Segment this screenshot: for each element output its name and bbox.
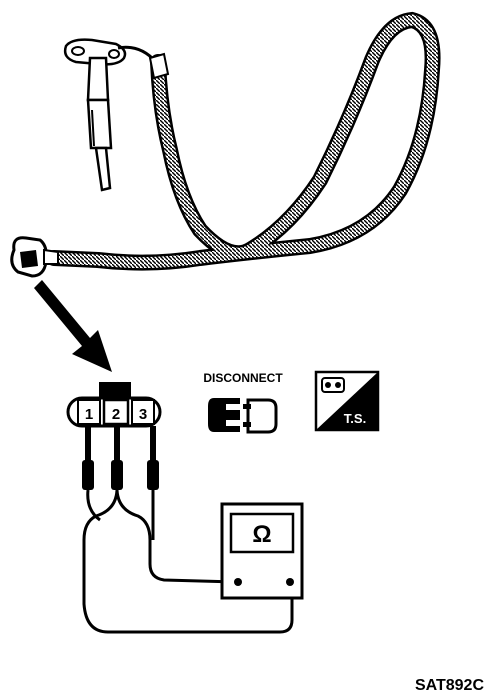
terminal-1-label: 1: [85, 406, 93, 423]
terminal-2-label: 2: [112, 406, 120, 423]
coiled-harness-icon: [10, 11, 441, 278]
terminal-3-label: 3: [139, 406, 147, 423]
figure-code: SAT892C: [415, 677, 485, 694]
test-probe-3: [147, 426, 159, 490]
disconnect-connector-icon: DISCONNECT: [203, 371, 283, 434]
ohmmeter-icon: Ω: [220, 502, 304, 600]
test-leads: [82, 489, 294, 634]
sensor-probe-icon: [63, 38, 158, 192]
trouble-shooting-icon: T.S.: [314, 370, 380, 432]
ohm-symbol: Ω: [252, 521, 271, 548]
ts-badge-label: T.S.: [344, 411, 366, 426]
pointer-arrow-icon: [34, 280, 112, 372]
disconnect-label: DISCONNECT: [203, 371, 283, 385]
test-probe-2: [111, 426, 123, 490]
connector-face: 1 2 3: [66, 382, 162, 428]
test-probe-1: [82, 426, 94, 490]
